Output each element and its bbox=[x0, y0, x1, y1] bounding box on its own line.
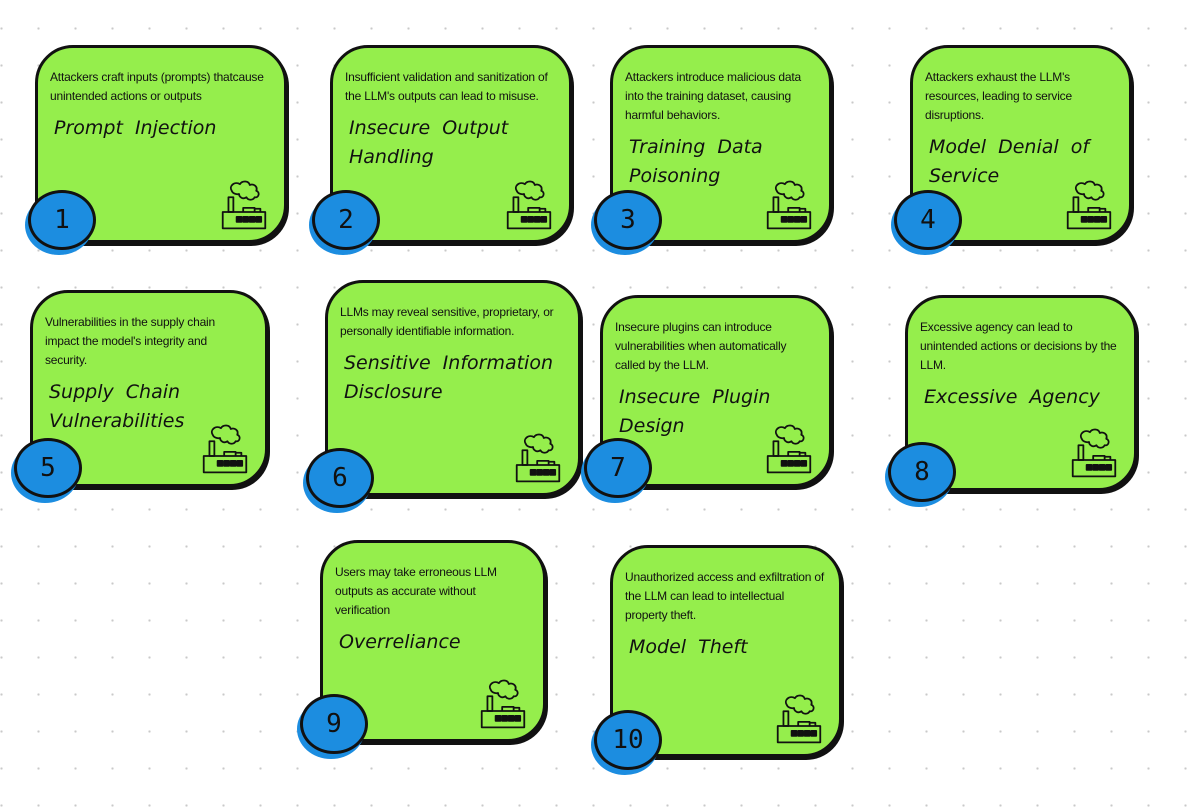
risk-description: Vulnerabilities in the supply chain impa… bbox=[45, 315, 215, 367]
risk-description: Attackers introduce malicious data into … bbox=[625, 70, 801, 122]
risk-description: Attackers craft inputs (prompts) thatcau… bbox=[50, 70, 264, 103]
risk-description: Attackers exhaust the LLM's resources, l… bbox=[925, 70, 1072, 122]
factory-icon bbox=[221, 180, 267, 230]
risk-description: LLMs may reveal sensitive, proprietary, … bbox=[340, 305, 554, 338]
risk-title: Insecure Output Handling bbox=[349, 117, 509, 168]
factory-icon bbox=[766, 424, 812, 474]
number-badge: 3 bbox=[594, 190, 662, 250]
factory-icon bbox=[1066, 180, 1112, 230]
factory-icon bbox=[480, 679, 526, 729]
number-badge: 1 bbox=[28, 190, 96, 250]
number-badge: 10 bbox=[594, 710, 662, 770]
risk-description: Excessive agency can lead to unintended … bbox=[920, 320, 1117, 372]
number-badge: 8 bbox=[888, 442, 956, 502]
risk-title: Training Data Poisoning bbox=[629, 136, 763, 187]
number-badge: 5 bbox=[14, 438, 82, 498]
factory-icon bbox=[1071, 428, 1117, 478]
risk-description: Insecure plugins can introduce vulnerabi… bbox=[615, 320, 787, 372]
number-badge: 2 bbox=[312, 190, 380, 250]
risk-description: Users may take erroneous LLM outputs as … bbox=[335, 565, 497, 617]
risk-title: Insecure Plugin Design bbox=[619, 386, 771, 437]
number-badge: 9 bbox=[300, 694, 368, 754]
factory-icon bbox=[515, 433, 561, 483]
factory-icon bbox=[776, 694, 822, 744]
number-badge: 4 bbox=[894, 190, 962, 250]
factory-icon bbox=[202, 424, 248, 474]
risk-title: Prompt Injection bbox=[54, 117, 217, 139]
risk-description: Insufficient validation and sanitization… bbox=[345, 70, 548, 103]
risk-description: Unauthorized access and exfiltration of … bbox=[625, 570, 824, 622]
risk-title: Overreliance bbox=[339, 631, 461, 653]
number-badge: 7 bbox=[584, 438, 652, 498]
risk-title: Model Denial of Service bbox=[929, 136, 1090, 187]
risk-title: Supply Chain Vulnerabilities bbox=[49, 381, 185, 432]
factory-icon bbox=[506, 180, 552, 230]
risk-title: Excessive Agency bbox=[924, 386, 1100, 408]
risk-card: Attackers introduce malicious data into … bbox=[610, 45, 832, 243]
risk-title: Sensitive Information Disclosure bbox=[344, 352, 553, 403]
risk-title: Model Theft bbox=[629, 636, 748, 658]
number-badge: 6 bbox=[306, 448, 374, 508]
factory-icon bbox=[766, 180, 812, 230]
